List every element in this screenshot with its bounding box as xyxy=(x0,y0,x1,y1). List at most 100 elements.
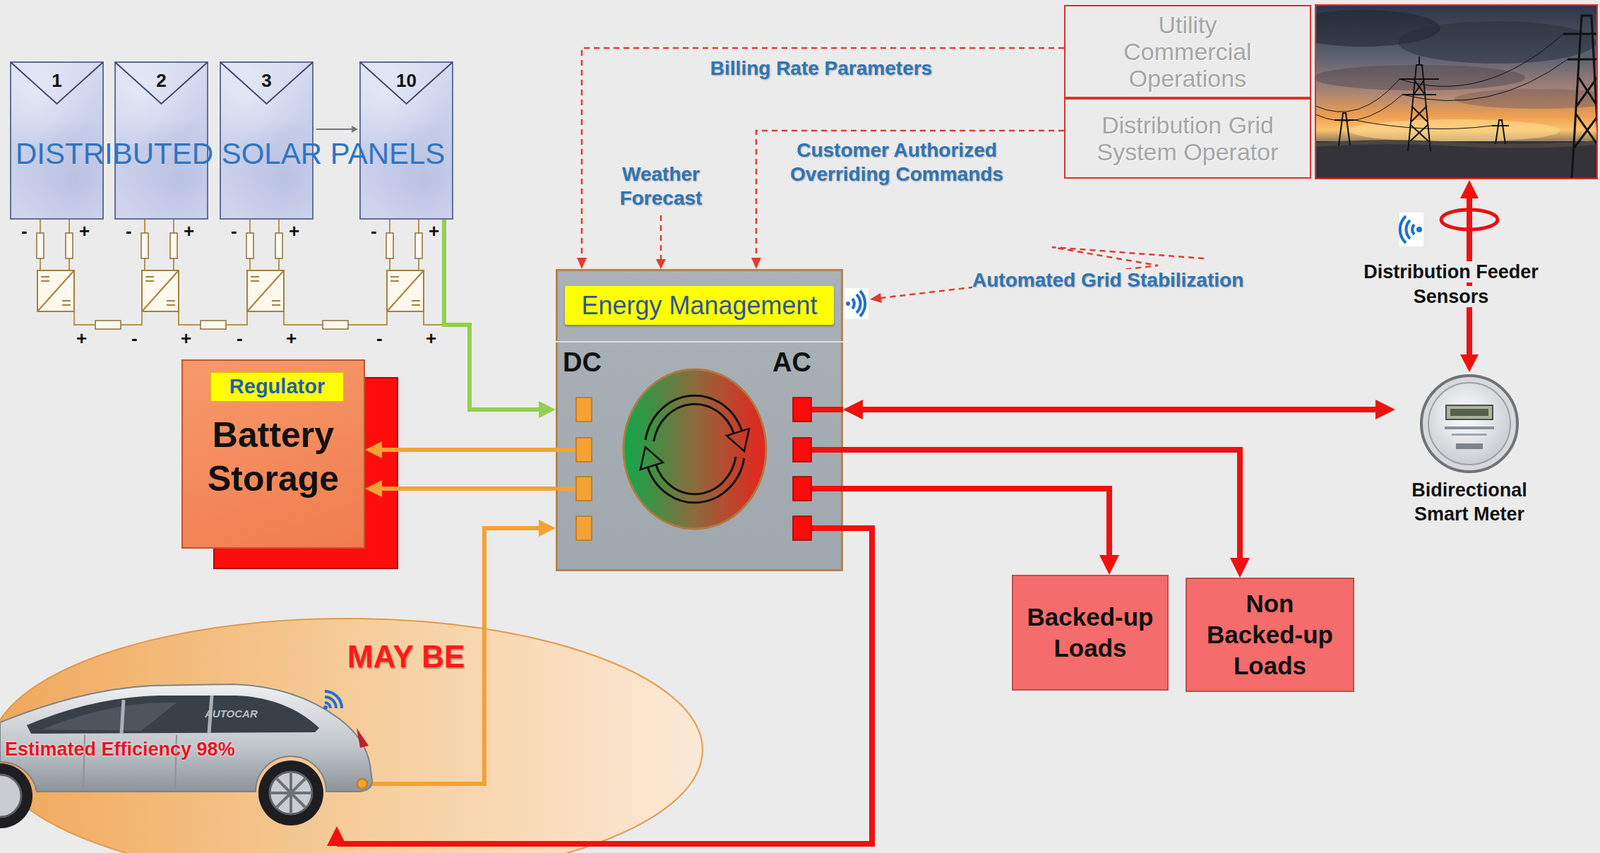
inverter-drawing-part xyxy=(555,341,844,343)
arrowhead xyxy=(1375,399,1396,420)
inverter-drawing-part xyxy=(726,428,750,452)
car-drawing-part xyxy=(0,763,33,829)
meter-drawing-part xyxy=(1451,433,1488,436)
operator-box: Distribution Grid System Operator xyxy=(1064,98,1312,179)
connector xyxy=(751,130,1065,270)
inverter-drawing-part xyxy=(576,437,592,462)
panel-wiring-part xyxy=(74,311,445,325)
label-slot: + xyxy=(180,329,192,348)
regulator-bar: Regulator xyxy=(210,372,344,402)
label-slot: - xyxy=(370,221,378,241)
label-slot: Weather Forecast xyxy=(607,162,714,210)
connector-line xyxy=(756,130,1065,259)
label-slot: Customer Authorized Overriding Commands xyxy=(769,138,1024,186)
port-group-label: DC xyxy=(562,347,602,378)
label-slot: - xyxy=(125,221,133,241)
optional-region: MAY BEEstimated Efficiency 98% xyxy=(0,617,704,853)
connector xyxy=(365,441,556,459)
connector xyxy=(843,449,1250,578)
car-drawing-part xyxy=(121,699,124,734)
label-slot: - xyxy=(376,329,383,348)
polarity-sign: + xyxy=(180,327,192,349)
wireless-icon-part xyxy=(1416,226,1423,233)
wireless-icon-part xyxy=(1399,212,1424,247)
series-arrow-part xyxy=(316,128,353,130)
panel-cell-lines-part xyxy=(220,62,313,104)
text-slot: 1 xyxy=(9,71,104,90)
car-drawing-part xyxy=(357,778,368,789)
inverter-drawing-part xyxy=(651,457,740,499)
car-drawing-part xyxy=(323,705,328,710)
connector-line xyxy=(843,488,1110,556)
group-title: DISTRIBUTED SOLAR PANELS xyxy=(15,136,445,171)
text-slot: AC xyxy=(772,346,812,380)
panel-cell-lines-part xyxy=(115,62,208,104)
feeder-link-part xyxy=(1460,354,1479,373)
inverter-drawing-part xyxy=(555,486,577,491)
car-drawing-part xyxy=(42,702,177,731)
wireless-icon-part xyxy=(1400,216,1415,243)
inverter-drawing-part xyxy=(810,525,844,531)
battery-box: Battery StorageRegulator xyxy=(181,359,366,549)
meter-drawing-part xyxy=(1455,443,1483,450)
edge-label: Billing Rate Parameters xyxy=(710,57,933,80)
edge-label: Customer Authorized Overriding Commands xyxy=(790,139,1004,185)
inverter-drawing-part xyxy=(623,369,767,529)
polarity-sign: - xyxy=(21,220,28,242)
polarity-sign: + xyxy=(425,327,437,349)
grid-photo-part xyxy=(1399,56,1440,152)
smart-meter: Bidirectional Smart Meter xyxy=(1395,372,1544,537)
load-box: Backed-up Loads xyxy=(1011,574,1169,691)
module-title: Energy Management xyxy=(581,290,817,321)
feeder-link-part xyxy=(1460,180,1479,199)
efficiency-label: Estimated Efficiency 98% xyxy=(4,738,236,760)
forecast-arrow xyxy=(655,215,666,270)
grid-photo-part xyxy=(1315,141,1598,179)
region-outline-part xyxy=(0,618,703,853)
arrowhead xyxy=(1230,557,1250,578)
grid-photo-part xyxy=(1563,15,1598,179)
label-slot: Automated Grid Stabilization xyxy=(972,268,1244,293)
optimizer-symbol-part xyxy=(247,270,284,312)
polarity-sign: + xyxy=(288,220,300,242)
meter-drawing-part xyxy=(1428,382,1511,465)
electric-vehicle: Estimated Efficiency 98% xyxy=(0,678,373,827)
fuse-symbol xyxy=(36,233,423,330)
text-slot: Bidirectional Smart Meter xyxy=(1395,478,1544,527)
label-slot: + xyxy=(79,221,90,241)
arrowhead xyxy=(365,480,382,498)
label-slot: - xyxy=(236,329,243,348)
panel-cell-lines-part xyxy=(10,62,104,104)
optimizer-symbol-part xyxy=(37,270,75,312)
photo-frame xyxy=(1315,4,1598,179)
meter-drawing xyxy=(1395,372,1544,479)
grid-photo-part xyxy=(1398,21,1596,64)
inverter-drawing-part xyxy=(792,437,812,462)
car-drawing-part xyxy=(0,774,22,817)
connector xyxy=(843,399,1396,420)
stabilization-bolt-part xyxy=(869,293,882,303)
inverter-drawing-part xyxy=(810,485,844,492)
utility-box: Utility Commercial Operations xyxy=(1064,4,1312,99)
polarity-sign: - xyxy=(376,327,383,349)
connector-line xyxy=(381,486,556,491)
connector-line xyxy=(381,447,556,452)
meter-drawing-part xyxy=(1446,405,1493,420)
fuse-symbol-part xyxy=(322,320,349,330)
polarity-sign: + xyxy=(285,327,297,349)
label-slot: + xyxy=(76,329,87,348)
arrowhead xyxy=(1099,554,1120,575)
port-group-label: AC xyxy=(772,347,812,378)
operator-name: Utility Commercial Operations xyxy=(1117,11,1259,92)
panel-number: 2 xyxy=(114,71,209,90)
title-bar: Energy Management xyxy=(564,285,834,325)
arrowhead xyxy=(576,257,587,270)
connector xyxy=(576,48,1065,270)
fuse-symbol-part xyxy=(170,233,178,259)
text-slot: DC xyxy=(562,346,602,380)
wireless-icon xyxy=(844,288,869,320)
panel-cell-lines-part xyxy=(360,62,453,104)
polarity-sign: - xyxy=(236,327,243,349)
inverter-drawing-part xyxy=(792,397,812,422)
label-slot: + xyxy=(183,221,195,241)
